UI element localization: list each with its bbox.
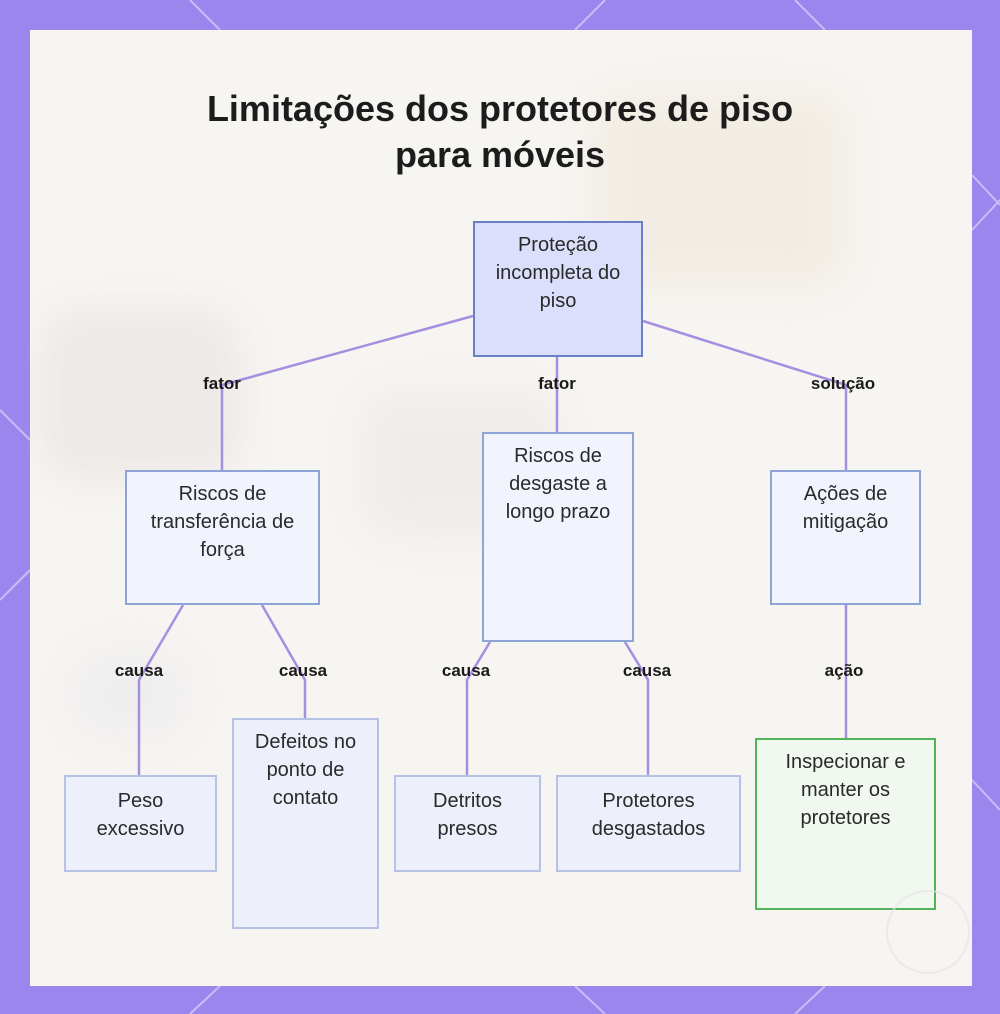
- title-line-1: Limitações dos protetores de piso: [206, 88, 794, 129]
- node-mitigation-label: Ações de mitigação: [802, 483, 889, 533]
- node-defects-label: Defeitos no ponto de contato: [254, 731, 357, 809]
- node-force-label: Riscos de transferência de força: [150, 483, 295, 561]
- node-debris-label: Detritos presos: [433, 790, 502, 840]
- node-weight-label: Peso excessivo: [96, 790, 185, 840]
- node-worn-label: Protetores desgastados: [591, 790, 706, 840]
- watermark-stamp-icon: [886, 890, 970, 974]
- node-worn: Protetores desgastados: [556, 775, 741, 872]
- node-inspect-label: Inspecionar e manter os protetores: [785, 751, 906, 829]
- node-wear: Riscos de desgaste a longo prazo: [482, 432, 634, 642]
- edge-label-force-defects: causa: [278, 661, 328, 680]
- node-root-label: Proteção incompleta do piso: [495, 234, 621, 312]
- edge-label-wear-debris: causa: [441, 661, 491, 680]
- node-weight: Peso excessivo: [64, 775, 217, 872]
- edge-label-root-force: fator: [203, 374, 241, 393]
- edge-label-wear-worn: causa: [622, 661, 672, 680]
- node-wear-label: Riscos de desgaste a longo prazo: [505, 445, 611, 523]
- edge-label-root-wear: fator: [538, 374, 576, 393]
- edge-wear-debris: [465, 641, 492, 775]
- edge-wear-worn: [623, 641, 650, 775]
- node-inspect: Inspecionar e manter os protetores: [755, 738, 936, 910]
- edge-label-root-mitigation: solução: [810, 374, 876, 393]
- edge-force-weight: [137, 604, 185, 775]
- title-line-2: para móveis: [394, 134, 606, 175]
- edge-root-mitigation: [642, 319, 848, 470]
- edge-force-defects: [260, 604, 307, 718]
- edge-label-mitigation-inspect: ação: [824, 661, 864, 680]
- node-defects: Defeitos no ponto de contato: [232, 718, 379, 929]
- page-title: Limitações dos protetores de piso para m…: [0, 86, 1000, 178]
- node-mitigation: Ações de mitigação: [770, 470, 921, 605]
- node-root: Proteção incompleta do piso: [473, 221, 643, 357]
- edge-label-force-weight: causa: [114, 661, 164, 680]
- node-force: Riscos de transferência de força: [125, 470, 320, 605]
- node-debris: Detritos presos: [394, 775, 541, 872]
- edge-root-force: [220, 314, 474, 470]
